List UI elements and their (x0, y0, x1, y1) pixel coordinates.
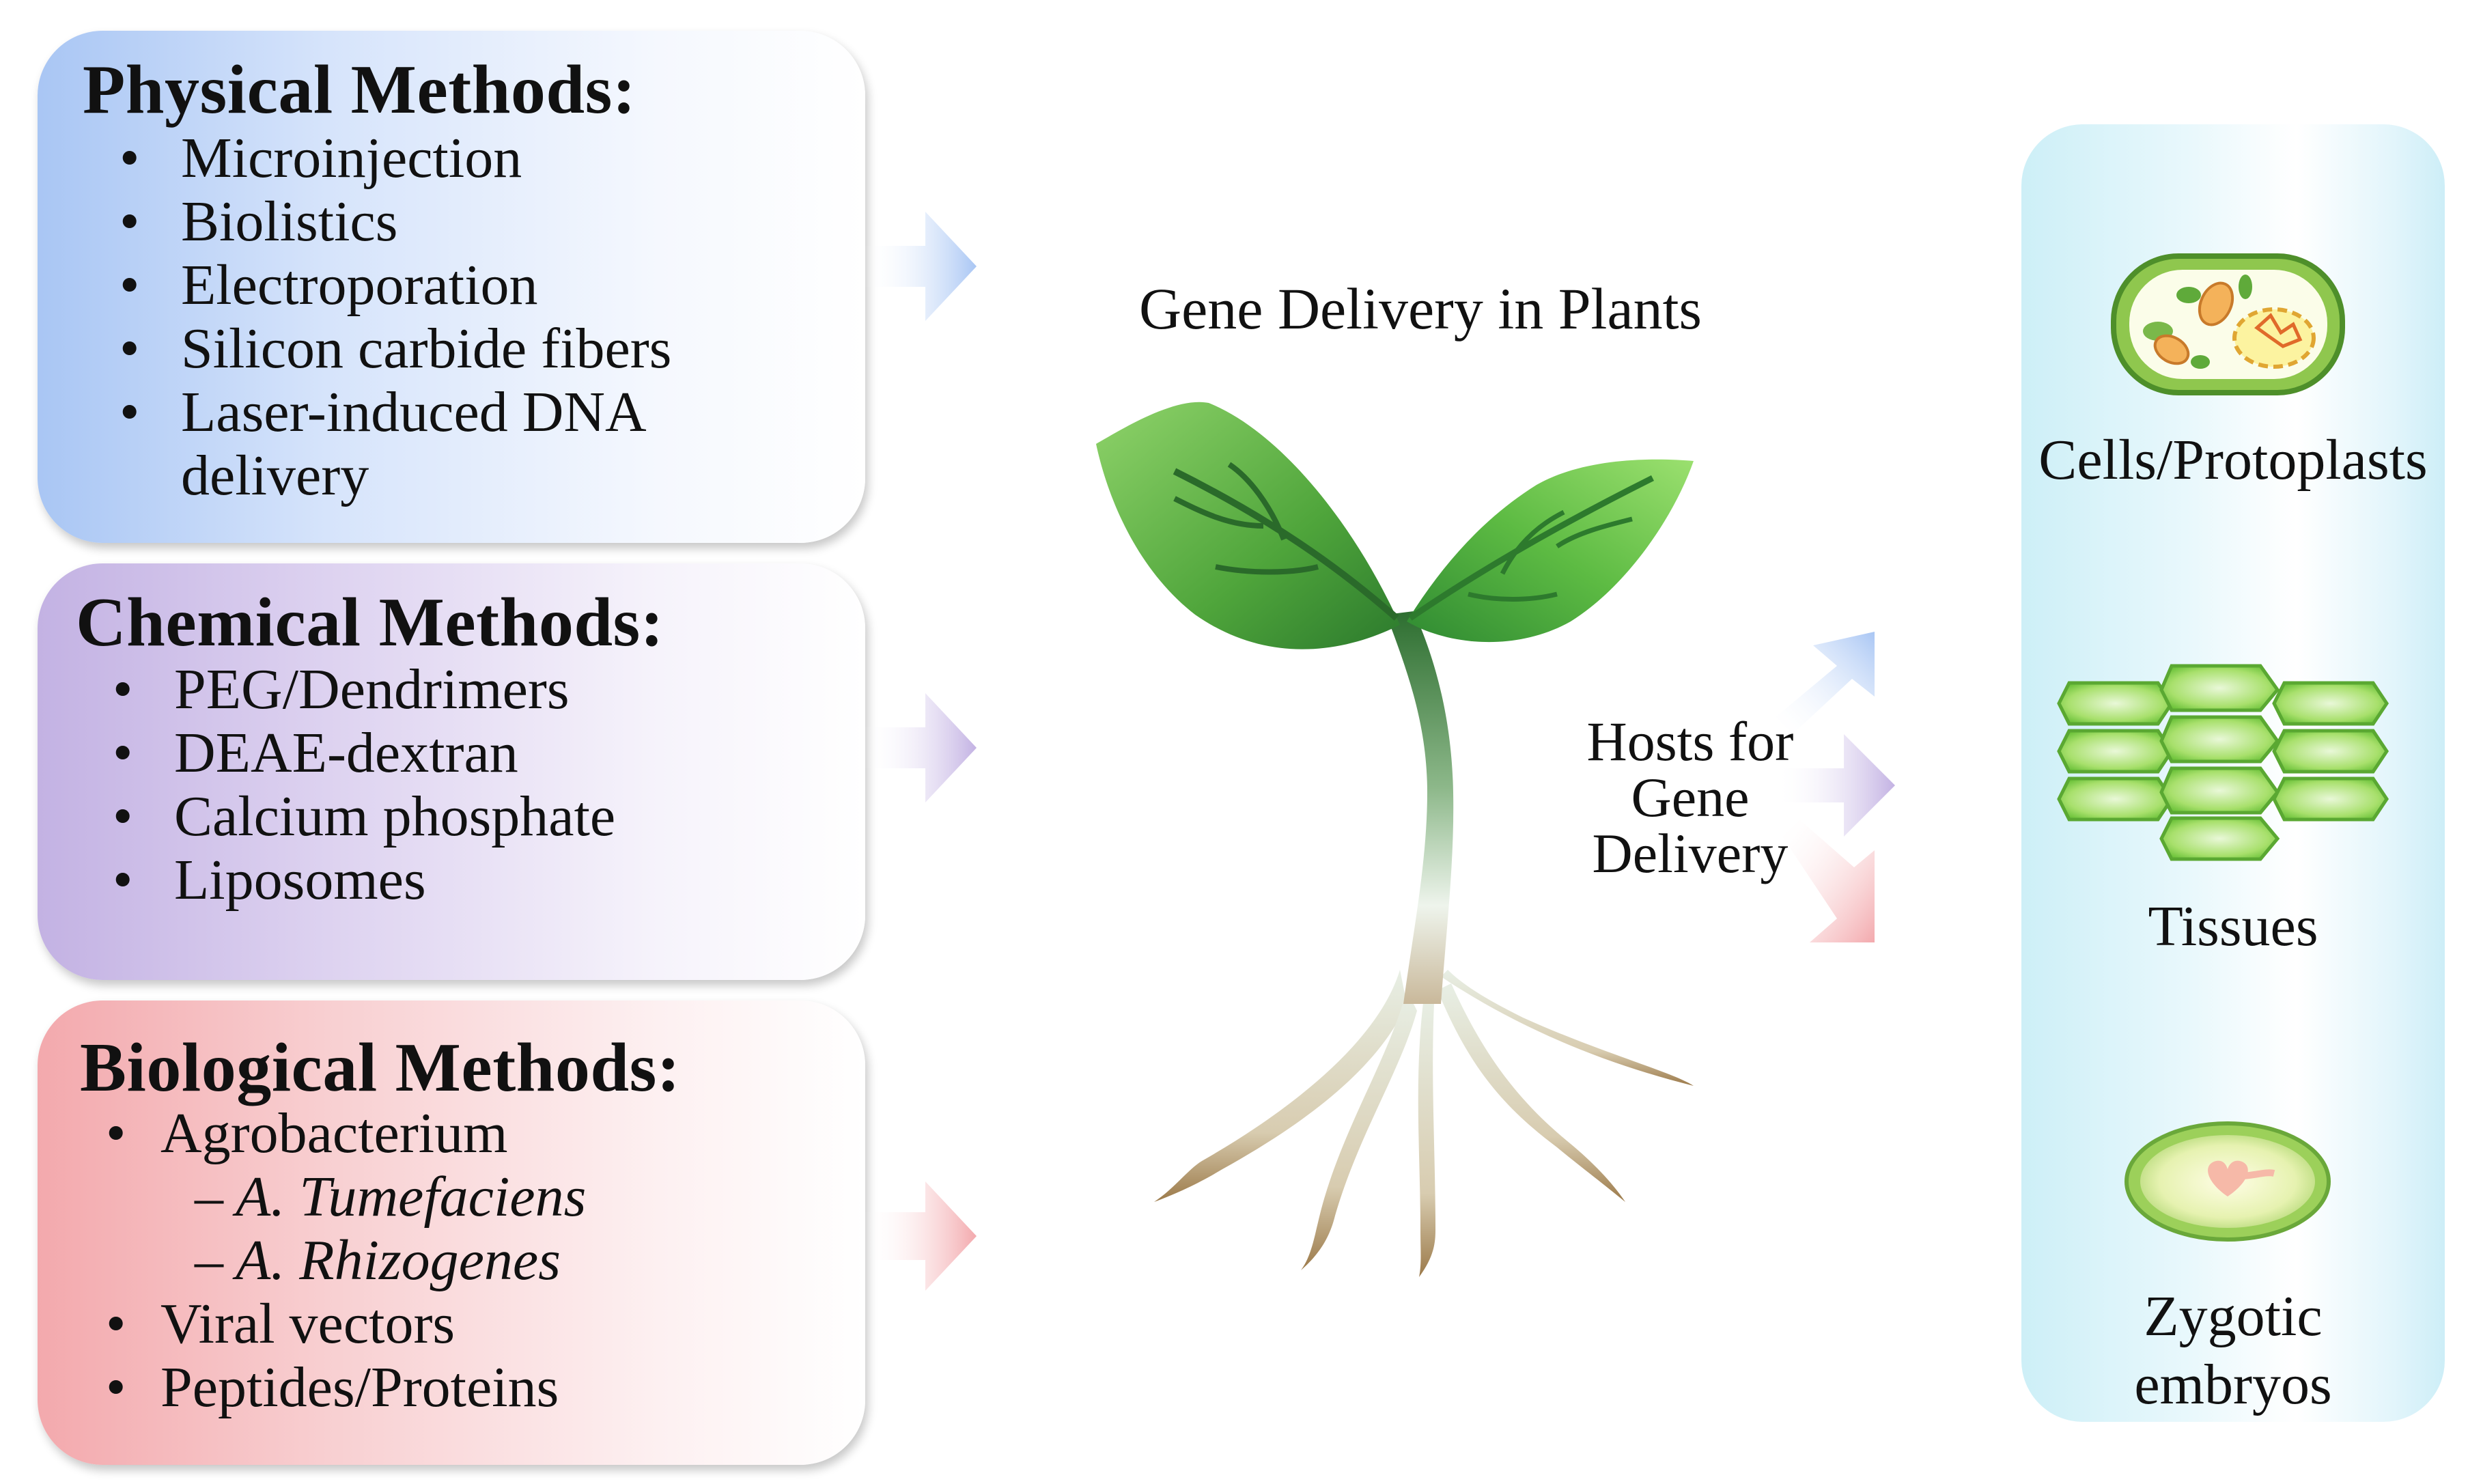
list-item: •Liposomes (113, 848, 426, 912)
list-item: •Electroporation (120, 253, 538, 317)
arrow-right-icon (864, 693, 977, 802)
list-item: •Microinjection (120, 126, 522, 190)
arrow-right-icon (864, 212, 977, 321)
list-subitem: –A. Tumefaciens (195, 1165, 587, 1229)
list-item: •Agrobacterium (106, 1102, 508, 1165)
physical-methods-title: Physical Methods: (83, 51, 636, 128)
arrow-right-icon (864, 1181, 977, 1291)
plant-cell-icon (2111, 253, 2345, 395)
biological-methods-list: •Agrobacterium –A. Tumefaciens –A. Rhizo… (106, 1102, 587, 1419)
host-label-tissues: Tissues (2148, 895, 2318, 958)
chemical-methods-list: •PEG/Dendrimers •DEAE-dextran •Calcium p… (113, 658, 616, 912)
physical-methods-list: •Microinjection •Biolistics •Electropora… (120, 126, 672, 507)
plant-seedling-icon (1096, 402, 1694, 1277)
list-item: •Peptides/Proteins (106, 1356, 559, 1419)
list-item: •Viral vectors (106, 1292, 455, 1356)
list-item: •Laser-induced DNA (120, 380, 647, 444)
figure-title: Gene Delivery in Plants (1139, 276, 1702, 341)
list-item: •PEG/Dendrimers (113, 658, 570, 721)
physical-methods-panel: Physical Methods: •Microinjection •Bioli… (38, 31, 865, 543)
biological-methods-panel: Biological Methods: •Agrobacterium –A. T… (38, 1000, 865, 1465)
arrow-right-icon (1776, 734, 1895, 837)
host-label-embryos: Zygotic embryos (2134, 1285, 2332, 1416)
host-label-cells: Cells/Protoplasts (2038, 428, 2428, 492)
zygotic-embryo-icon (2125, 1121, 2331, 1242)
list-subitem: –A. Rhizogenes (195, 1229, 561, 1292)
list-item: •Biolistics (120, 190, 398, 253)
list-item: •Silicon carbide fibers (120, 317, 672, 380)
hosts-caption: Hosts for Gene Delivery (1586, 710, 1794, 884)
arrow-down-right-icon (1782, 820, 1875, 942)
biological-methods-title: Biological Methods: (80, 1029, 681, 1106)
list-item-continued: delivery (181, 444, 369, 507)
list-item: •Calcium phosphate (113, 785, 616, 848)
chemical-methods-title: Chemical Methods: (76, 584, 664, 661)
arrow-up-right-icon (1776, 632, 1875, 734)
list-item: •DEAE-dextran (113, 721, 518, 785)
chemical-methods-panel: Chemical Methods: •PEG/Dendrimers •DEAE-… (38, 563, 865, 980)
plant-tissue-icon (2057, 664, 2389, 861)
